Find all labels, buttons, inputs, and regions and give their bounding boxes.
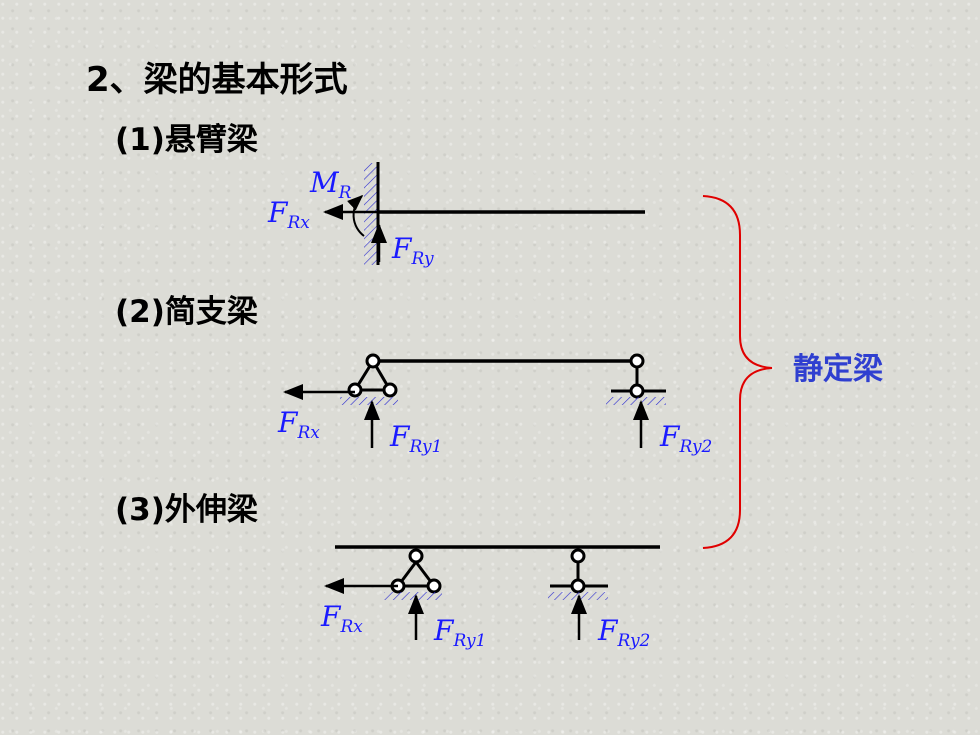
statically-determinate-beam-label: 静定梁 — [793, 352, 883, 387]
curly-brace — [702, 195, 773, 549]
cantilever-diagram: MR FRx FRy — [267, 162, 645, 269]
pin-support — [347, 353, 398, 398]
force-rx-label: FRx — [320, 600, 363, 637]
moment-arc-arrow — [347, 194, 365, 237]
section-overhang-beam-heading: (3)外伸梁 — [115, 492, 258, 528]
simple-beam-diagram: FRx FRy1 FRy2 — [277, 353, 712, 457]
roller-ground-hatching — [606, 397, 666, 405]
force-ry1-label: FRy1 — [433, 614, 486, 651]
force-ry1-label: FRy1 — [389, 420, 442, 457]
force-ry2-label: FRy2 — [659, 420, 712, 457]
section-simple-beam-heading: (2)简支梁 — [115, 294, 258, 330]
roller-support — [611, 353, 666, 399]
force-rx-label: FRx — [267, 196, 310, 233]
section-cantilever-heading: (1)悬臂梁 — [115, 122, 258, 158]
overhang-beam-diagram: FRx FRy1 FRy2 — [320, 545, 660, 651]
force-ry-label: FRy — [391, 232, 434, 269]
force-ry2-label: FRy2 — [597, 614, 650, 651]
force-rx-label: FRx — [277, 406, 320, 443]
pin-ground-hatching — [340, 397, 398, 405]
page-title: 2、梁的基本形式 — [86, 60, 348, 100]
roller-support — [550, 548, 608, 594]
fixed-wall-hatching — [364, 163, 378, 265]
pin-ground-hatching — [384, 592, 442, 600]
pin-support — [390, 548, 442, 594]
moment-label: MR — [309, 166, 352, 203]
